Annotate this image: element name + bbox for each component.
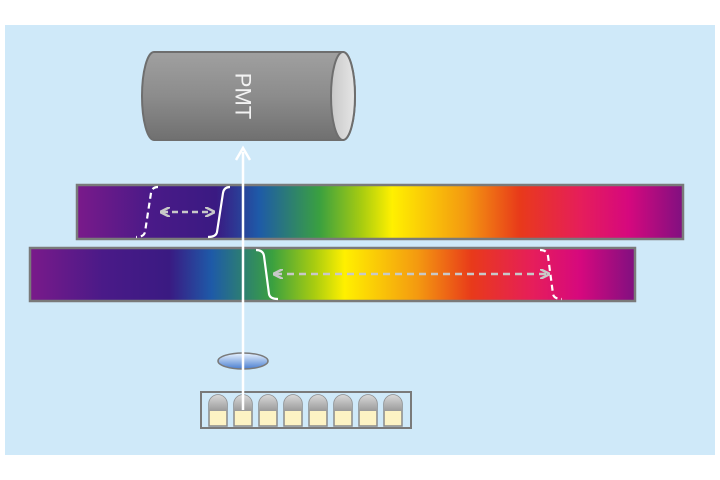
pmt-label: PMT [231, 73, 256, 119]
well[interactable] [358, 394, 378, 427]
light-path-arrowhead [234, 145, 252, 161]
well[interactable] [258, 394, 278, 427]
microplate-strip [200, 391, 412, 429]
well[interactable] [333, 394, 353, 427]
pmt-detector: PMT [141, 51, 356, 141]
excitation-upper-bound-marker [207, 185, 231, 239]
emission-upper-bound-marker [539, 248, 563, 301]
well[interactable] [283, 394, 303, 427]
excitation-lower-bound-marker [135, 185, 159, 239]
well[interactable] [208, 394, 228, 427]
well[interactable] [308, 394, 328, 427]
emission-lower-bound-marker [255, 248, 279, 301]
well[interactable] [383, 394, 403, 427]
